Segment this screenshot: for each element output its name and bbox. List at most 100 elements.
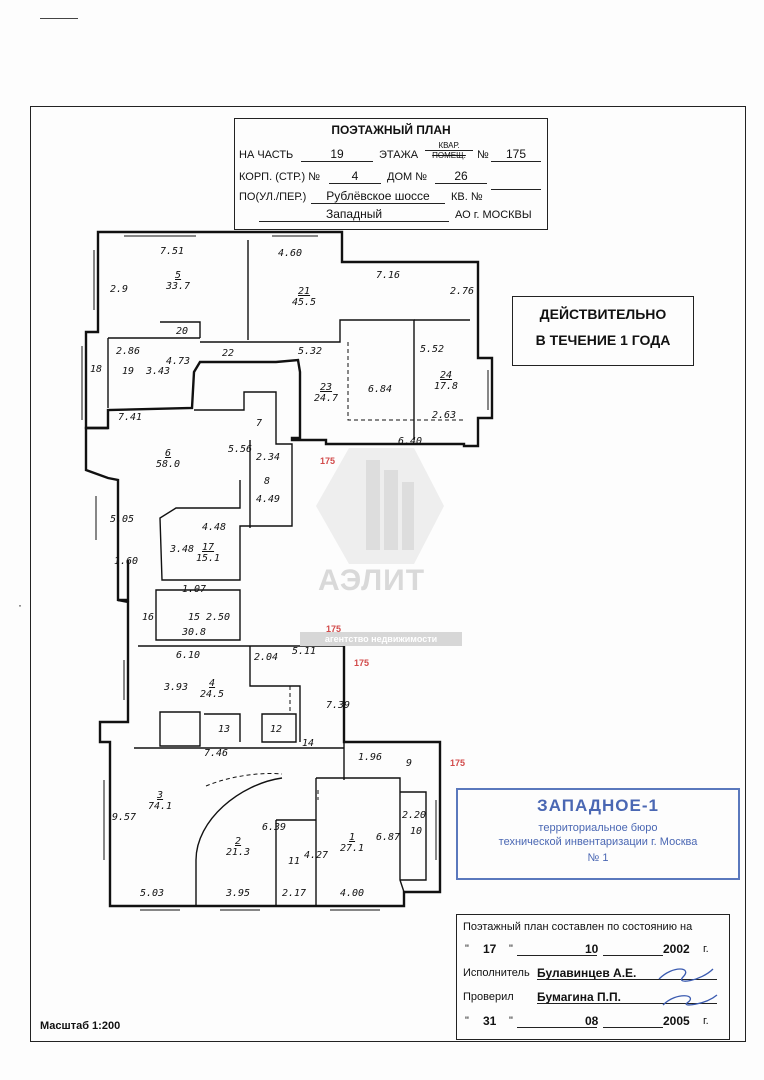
state-label: Поэтажный план составлен по состоянию на (463, 921, 693, 933)
dimension-label: 6.10 (176, 650, 201, 661)
wall (249, 646, 301, 742)
dimension-label: 4.73 (166, 356, 191, 367)
apartment-marker: 175 (450, 758, 466, 768)
dimension-label: 7.39 (326, 700, 351, 711)
window-mark (270, 231, 320, 237)
dimension-label: 3.43 (146, 366, 171, 377)
dimension-label: 6.87 (376, 832, 401, 843)
bti-stamp: ЗАПАДНОЕ-1 территориальное бюро техничес… (456, 788, 740, 880)
corner-mark (40, 18, 78, 19)
dimension-label: 6.39 (262, 822, 287, 833)
wall (159, 711, 201, 747)
plan-title: ПОЭТАЖНЫЙ ПЛАН (331, 123, 451, 137)
dimension-label: 4.60 (278, 248, 303, 259)
executor-label: Исполнитель (463, 967, 530, 979)
dimension-label: 2.17 (282, 888, 307, 899)
dimension-label: 4.49 (256, 494, 281, 505)
room-label: 8 (264, 476, 271, 487)
year2-value: 2005 (663, 1014, 690, 1028)
wall (195, 777, 283, 906)
dimension-label: 5.03 (140, 888, 165, 899)
dimension-label: 2.20 (402, 810, 427, 821)
day2-value: 31 (483, 1014, 497, 1028)
sheet-frame (30, 106, 746, 1042)
margin-tick: · (18, 598, 22, 612)
dimension-label: 3.48 (170, 544, 195, 555)
plan-outline-lower (84, 426, 442, 908)
room-label: 10 (410, 826, 423, 837)
room-label: 19 (122, 366, 135, 377)
wall (204, 713, 241, 742)
watermark-logo-icon (316, 448, 444, 564)
wall (159, 391, 293, 581)
dimension-label: 3.93 (164, 682, 189, 693)
window-mark (120, 231, 200, 237)
korp-value: 4 (329, 169, 381, 184)
district-value: Западный (259, 207, 449, 222)
watermark-subtitle: агентство недвижимости (300, 632, 462, 646)
quote-close-2: " (509, 1015, 513, 1027)
room-label: 18 (90, 364, 103, 375)
dimension-label: 5.56 (228, 444, 253, 455)
dimension-label: 6.40 (398, 436, 423, 447)
kvar-label: КВАР. ПОМЕЩ. (425, 141, 473, 160)
stamp-title: ЗАПАДНОЕ-1 (537, 796, 659, 815)
room-label: 20 (176, 326, 189, 337)
room-label: 14 (302, 738, 315, 749)
dimension-label: 1.96 (358, 752, 383, 763)
dimension-label: 7.51 (160, 246, 185, 257)
part-value: 19 (301, 147, 373, 162)
room-label: 7 (256, 418, 263, 429)
stamp-line3: № 1 (587, 852, 609, 864)
year1-suffix: г. (703, 943, 709, 955)
dimension-label: 7.41 (118, 412, 143, 423)
partition-dashed (347, 342, 464, 421)
dimension-label: 2.04 (254, 652, 279, 663)
apartment-marker: 175 (326, 624, 342, 634)
validity-line2: В ТЕЧЕНИЕ 1 ГОДА (535, 332, 671, 348)
stamp-line2: технической инвентаризации г. Москва (498, 836, 698, 848)
dom-value: 26 (435, 169, 487, 184)
quote-close: " (509, 943, 513, 955)
validity-line1: ДЕЙСТВИТЕЛЬНО (539, 306, 667, 322)
dimension-label: 1.07 (182, 584, 207, 595)
plan-outline-left-mid (118, 560, 130, 602)
year2-suffix: г. (703, 1015, 709, 1027)
room-label: 16 (142, 612, 155, 623)
dimension-label: 1.60 (114, 556, 139, 567)
day1-value: 17 (483, 942, 497, 956)
plan-outline (84, 230, 494, 448)
dimension-label: 2.9 (110, 284, 129, 295)
room-label: 12 (270, 724, 283, 735)
quote-open-2: " (465, 1015, 469, 1027)
year1-value: 2002 (663, 942, 690, 956)
month1-value: 10 (585, 942, 599, 956)
dimension-label: 4.00 (340, 888, 365, 899)
wall (261, 713, 297, 743)
room-label: 9 (406, 758, 413, 769)
validity-box: ДЕЙСТВИТЕЛЬНО В ТЕЧЕНИЕ 1 ГОДА (512, 296, 694, 366)
dimension-label: 3.95 (226, 888, 251, 899)
signature-box: Поэтажный план составлен по состоянию на… (456, 914, 730, 1040)
dimension-label: 7.16 (376, 270, 401, 281)
signature-scribble-icon (658, 968, 718, 1006)
korp-label: КОРП. (СТР.) № (239, 171, 320, 183)
checked-value: Бумагина П.П. (537, 990, 621, 1004)
number-value: 175 (491, 147, 541, 162)
ao-label: АО г. МОСКВЫ (455, 209, 532, 221)
stamp-line1: территориальное бюро (538, 822, 658, 834)
street-label: ПО(УЛ./ПЕР.) (239, 191, 307, 203)
room-label: 13 (218, 724, 231, 735)
dimension-label: 2.50 (206, 612, 231, 623)
